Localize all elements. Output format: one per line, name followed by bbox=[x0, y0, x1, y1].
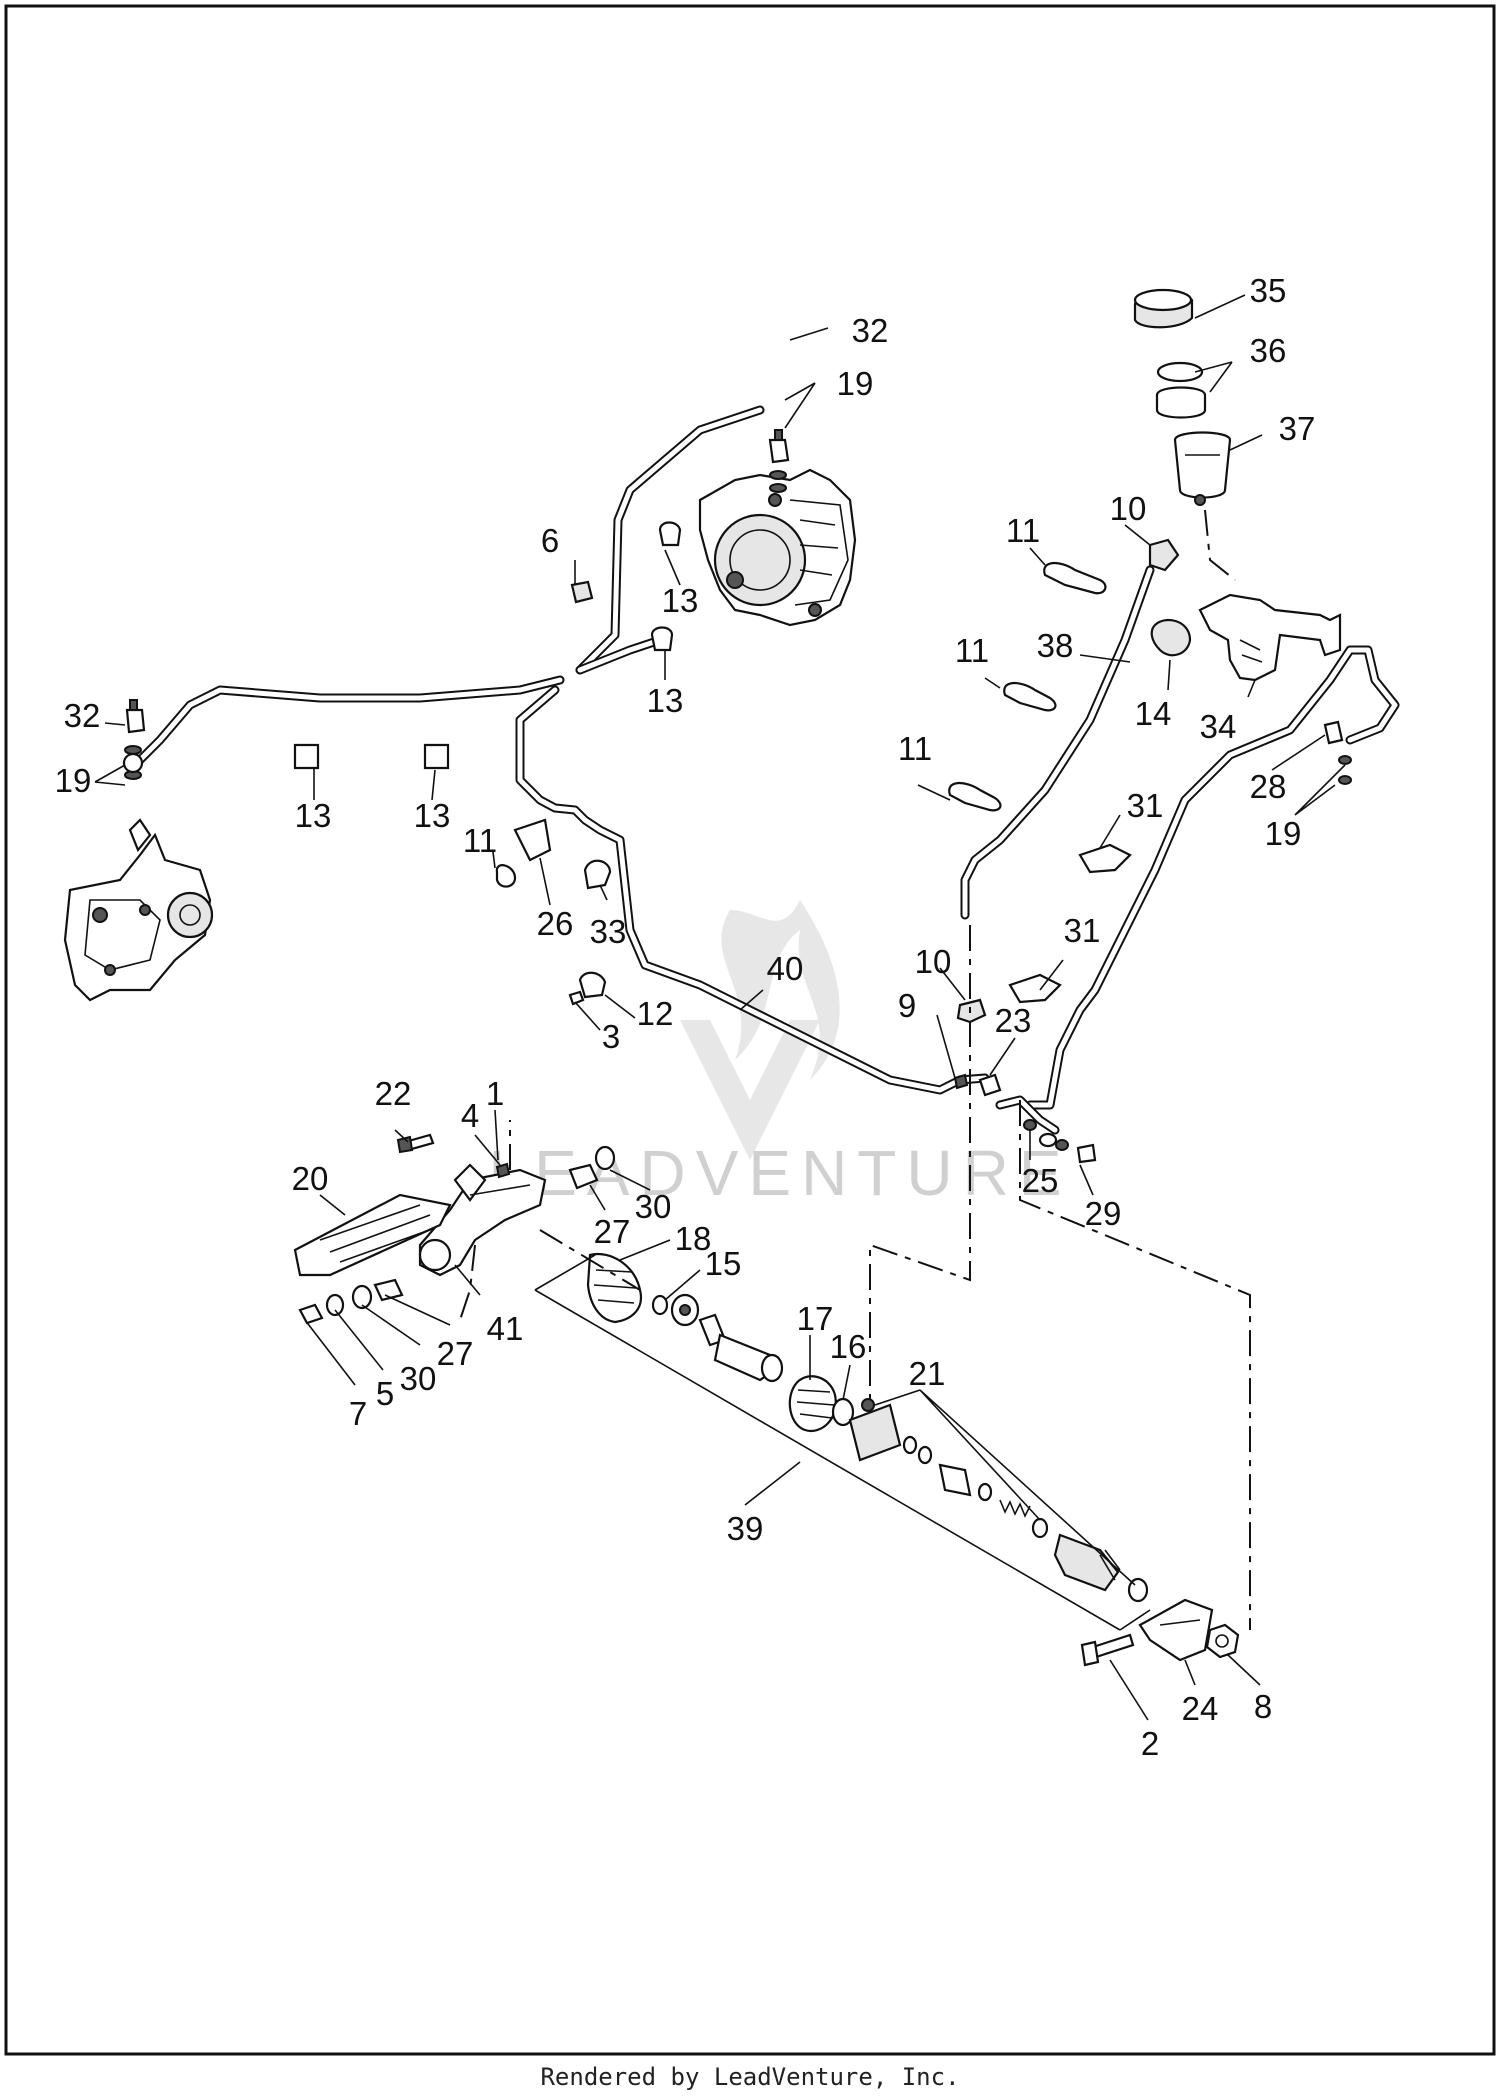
callout-11-a: 11 bbox=[1006, 512, 1040, 549]
callout-numbers: 35 36 37 32 19 10 11 6 13 13 38 14 34 11… bbox=[55, 272, 1316, 1762]
callout-13-c: 13 bbox=[295, 797, 332, 834]
callout-25: 25 bbox=[1022, 1162, 1059, 1199]
callout-31-lower: 31 bbox=[1064, 912, 1101, 949]
callout-17: 17 bbox=[797, 1300, 834, 1337]
callout-13-d: 13 bbox=[414, 797, 451, 834]
callout-30-lower: 30 bbox=[400, 1360, 437, 1397]
callout-27-lower: 27 bbox=[437, 1335, 474, 1372]
callout-10-upper: 10 bbox=[1110, 490, 1147, 527]
leader-lines bbox=[94, 294, 1346, 1721]
callout-4: 4 bbox=[461, 1097, 479, 1134]
callout-31-upper: 31 bbox=[1127, 787, 1164, 824]
callout-35: 35 bbox=[1250, 272, 1287, 309]
master-cylinder-assembly bbox=[534, 1252, 1240, 1667]
callout-33: 33 bbox=[590, 913, 627, 950]
callout-8: 8 bbox=[1254, 1688, 1272, 1725]
callout-32-upper: 32 bbox=[852, 312, 889, 349]
callout-3: 3 bbox=[602, 1018, 620, 1055]
callout-6: 6 bbox=[541, 522, 559, 559]
callout-32-left: 32 bbox=[64, 697, 101, 734]
callout-41: 41 bbox=[487, 1310, 524, 1347]
callout-13-b: 13 bbox=[647, 682, 684, 719]
callout-26: 26 bbox=[537, 905, 574, 942]
callout-7: 7 bbox=[349, 1395, 367, 1432]
callout-12: 12 bbox=[637, 995, 674, 1032]
line-clips bbox=[122, 429, 1352, 1164]
callout-29: 29 bbox=[1085, 1195, 1122, 1232]
callout-40: 40 bbox=[767, 950, 804, 987]
callout-27-upper: 27 bbox=[594, 1213, 631, 1250]
callout-9: 9 bbox=[898, 987, 916, 1024]
callout-11-b: 11 bbox=[955, 632, 989, 669]
callout-18: 18 bbox=[675, 1220, 712, 1257]
callout-1: 1 bbox=[486, 1075, 504, 1112]
callout-5: 5 bbox=[376, 1375, 394, 1412]
callout-23: 23 bbox=[995, 1002, 1032, 1039]
callout-21: 21 bbox=[909, 1355, 946, 1392]
callout-10-lower: 10 bbox=[915, 943, 952, 980]
callout-36: 36 bbox=[1250, 332, 1287, 369]
callout-24: 24 bbox=[1182, 1690, 1219, 1727]
footer-credit: Rendered by LeadVenture, Inc. bbox=[540, 2063, 959, 2091]
upper-brake-caliper bbox=[698, 468, 857, 627]
callout-11-c: 11 bbox=[898, 730, 932, 767]
reservoir-hose bbox=[960, 565, 1155, 920]
callout-30-upper: 30 bbox=[635, 1188, 672, 1225]
callout-34: 34 bbox=[1200, 708, 1237, 745]
callout-20: 20 bbox=[292, 1160, 329, 1197]
callout-37: 37 bbox=[1279, 410, 1316, 447]
callout-14: 14 bbox=[1135, 695, 1172, 732]
front-brake-line bbox=[130, 405, 990, 1095]
brake-pedal-assembly bbox=[293, 1120, 641, 1325]
diagram-frame bbox=[4, 4, 1496, 2056]
callout-28: 28 bbox=[1250, 768, 1287, 805]
rear-brake-line bbox=[995, 645, 1400, 1135]
reservoir-assembly bbox=[869, 288, 1342, 1630]
left-brake-caliper bbox=[63, 818, 214, 1002]
callout-19-left: 19 bbox=[55, 762, 92, 799]
callout-2: 2 bbox=[1141, 1725, 1159, 1762]
callout-11-d: 11 bbox=[463, 822, 497, 859]
callout-22: 22 bbox=[375, 1075, 412, 1112]
callout-39: 39 bbox=[727, 1510, 764, 1547]
callout-15: 15 bbox=[705, 1245, 742, 1282]
callout-13-a: 13 bbox=[662, 582, 699, 619]
callout-19-right: 19 bbox=[1265, 815, 1302, 852]
callout-38: 38 bbox=[1037, 627, 1074, 664]
leadventure-flame-logo bbox=[680, 900, 840, 1160]
callout-19-upper: 19 bbox=[837, 365, 874, 402]
callout-16: 16 bbox=[830, 1328, 867, 1365]
